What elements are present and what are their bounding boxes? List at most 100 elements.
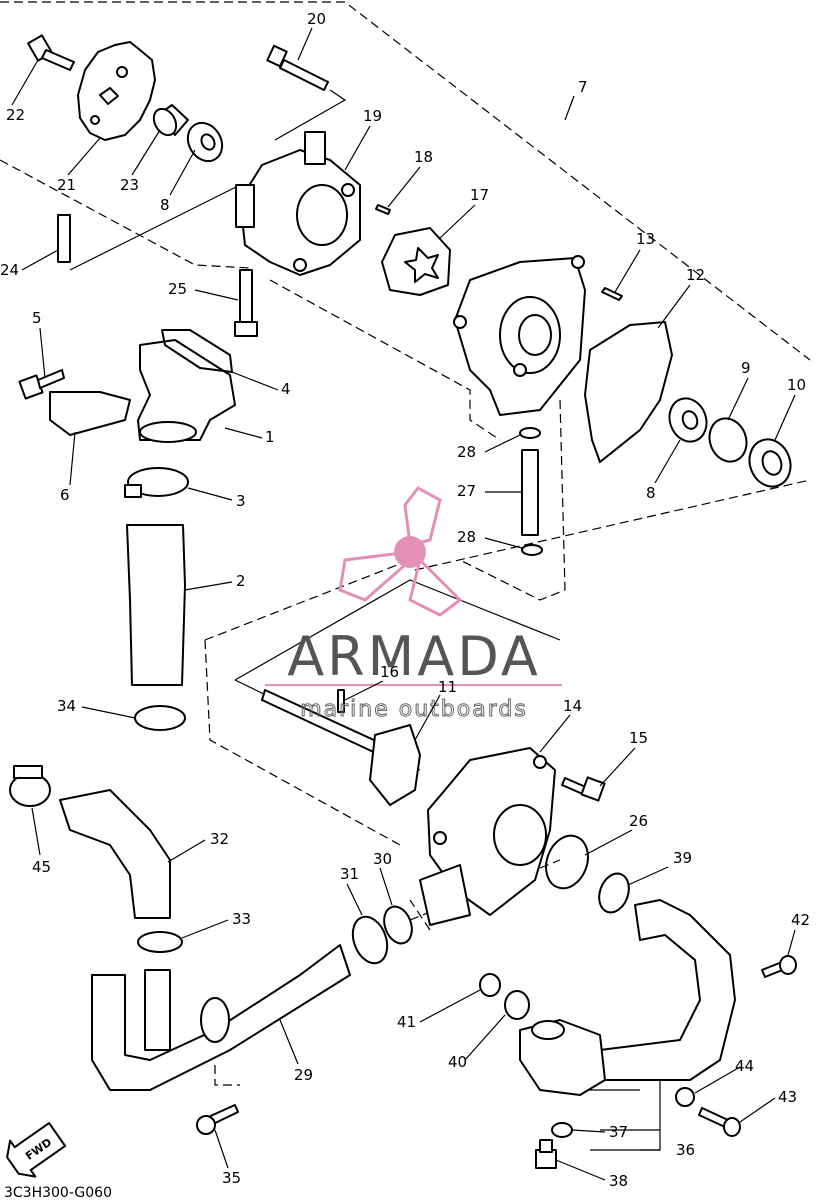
leader-line xyxy=(564,95,575,121)
bearing-8-upper xyxy=(186,121,224,163)
bolt-22 xyxy=(27,34,75,71)
leader-line xyxy=(694,1066,741,1094)
bolt-15 xyxy=(561,776,606,802)
leader-line xyxy=(31,807,41,856)
callout-8-lower: 8 xyxy=(646,484,656,502)
armada-watermark: ARMADA marine outboards xyxy=(265,486,562,723)
callout-38: 38 xyxy=(609,1172,628,1190)
callout-42: 42 xyxy=(791,911,810,929)
hose-32 xyxy=(59,789,171,919)
watermark-brand: ARMADA xyxy=(287,625,541,688)
leader-line xyxy=(181,919,229,939)
leader-line xyxy=(81,706,136,719)
seal-9 xyxy=(708,417,748,463)
leader-line xyxy=(484,434,521,453)
leader-line xyxy=(657,284,691,329)
elbow-36 xyxy=(519,1019,606,1096)
leader-line xyxy=(344,680,384,701)
propeller-hub-icon xyxy=(394,536,426,568)
o-ring-26 xyxy=(545,834,589,890)
callout-45: 45 xyxy=(32,858,51,876)
leader-line xyxy=(739,1097,776,1123)
leader-line xyxy=(774,394,796,441)
pipe-29 xyxy=(91,944,351,1091)
callout-labels: 1 2 3 4 5 6 7 8 8 9 10 11 12 13 14 15 16… xyxy=(0,10,810,1190)
callout-28-upper: 28 xyxy=(457,443,476,461)
callout-16: 16 xyxy=(380,663,399,681)
o-ring-28-lower xyxy=(521,544,543,556)
drain-screw-38 xyxy=(535,1139,557,1169)
leader-line xyxy=(599,747,636,787)
seal-10 xyxy=(748,438,792,488)
clamp-33 xyxy=(137,931,183,953)
pipe-27 xyxy=(521,449,539,536)
callout-19: 19 xyxy=(363,107,382,125)
callout-14: 14 xyxy=(563,697,582,715)
grommet-40 xyxy=(504,990,530,1020)
callout-13: 13 xyxy=(636,230,655,248)
callout-30: 30 xyxy=(373,850,392,868)
callout-25: 25 xyxy=(168,280,187,298)
bracket-6 xyxy=(49,391,131,436)
leader-line xyxy=(21,249,59,271)
o-ring-39 xyxy=(598,872,630,914)
callout-18: 18 xyxy=(414,148,433,166)
callout-32: 32 xyxy=(210,830,229,848)
leader-line xyxy=(231,371,279,391)
sprocket-21 xyxy=(77,41,156,141)
callout-33: 33 xyxy=(232,910,251,928)
callout-12: 12 xyxy=(686,266,705,284)
o-ring-12 xyxy=(584,321,673,463)
leader-line xyxy=(439,204,476,239)
leader-line xyxy=(187,487,233,501)
callout-20: 20 xyxy=(307,10,326,28)
leader-line xyxy=(387,166,421,208)
washer-44 xyxy=(675,1087,695,1107)
pin-13 xyxy=(601,287,623,301)
clamp-45 xyxy=(9,765,51,807)
callout-23: 23 xyxy=(120,176,139,194)
leader-line xyxy=(787,929,796,956)
clamp-3 xyxy=(124,467,189,498)
callout-leaders xyxy=(11,27,796,1181)
leader-line xyxy=(344,125,371,171)
leader-line xyxy=(614,249,641,293)
callout-27: 27 xyxy=(457,482,476,500)
watermark-tagline: marine outboards xyxy=(300,697,528,722)
leader-line xyxy=(571,1129,606,1133)
leader-line xyxy=(11,59,39,106)
outlet-pipe-right xyxy=(599,899,736,1081)
bolt-35 xyxy=(196,1104,239,1135)
leader-line xyxy=(39,327,46,379)
callout-21: 21 xyxy=(57,176,76,194)
callout-15: 15 xyxy=(629,729,648,747)
hose-2 xyxy=(126,524,186,686)
bushing-23 xyxy=(152,104,189,137)
bolt-5 xyxy=(18,369,65,400)
fwd-arrow-icon: FWD xyxy=(6,1122,67,1178)
pin-24 xyxy=(57,214,71,263)
callout-9: 9 xyxy=(741,359,751,377)
leader-line xyxy=(67,137,101,176)
leader-line xyxy=(627,866,669,886)
callout-39: 39 xyxy=(673,849,692,867)
leader-line xyxy=(69,431,76,486)
shaft-impeller-11 xyxy=(261,689,421,806)
leader-line xyxy=(555,1159,606,1181)
callout-44: 44 xyxy=(735,1057,754,1075)
callout-31: 31 xyxy=(340,865,359,883)
leader-line xyxy=(727,377,749,421)
leader-line xyxy=(184,581,233,591)
callout-34: 34 xyxy=(57,697,76,715)
bearing-8-lower xyxy=(668,397,708,443)
grommet-41 xyxy=(479,973,501,997)
pump-cover-upper xyxy=(453,255,586,416)
callout-11: 11 xyxy=(438,678,457,696)
bolt-43 xyxy=(698,1107,741,1137)
leader-line xyxy=(414,694,441,741)
callout-22: 22 xyxy=(6,106,25,124)
leader-line xyxy=(464,1014,506,1061)
bolt-20 xyxy=(266,44,329,91)
leader-line xyxy=(297,27,313,61)
